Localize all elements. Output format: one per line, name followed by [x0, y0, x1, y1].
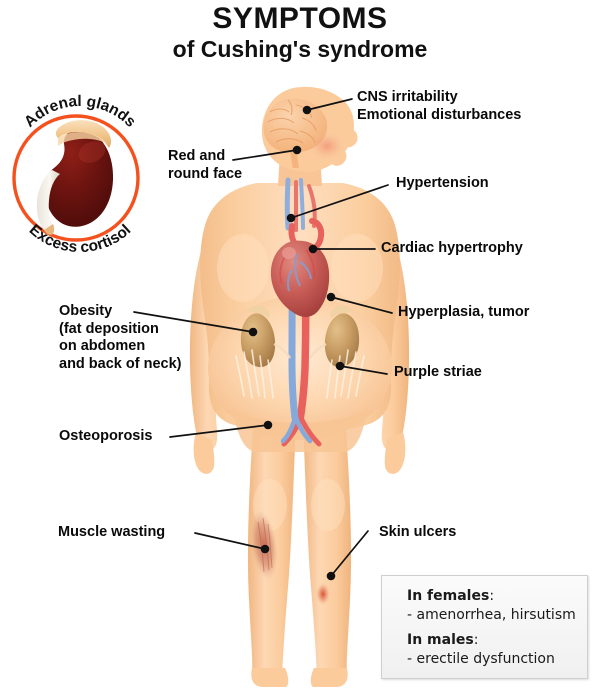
legend-males-colon: : — [473, 632, 479, 649]
label-cardiac-hypertrophy: Cardiac hypertrophy — [381, 240, 523, 256]
label-red-round-face: Red and round face — [168, 148, 243, 182]
legend-females-colon: : — [489, 588, 495, 604]
leader-dots — [248, 105, 345, 581]
label-muscle-wasting: Muscle wasting — [58, 524, 166, 540]
label-cns-irritability: CNS irritability Emotional disturbances — [357, 89, 522, 123]
adrenal-gland-shape — [55, 120, 111, 148]
legend-females-heading: In females: — [407, 587, 587, 606]
label-hyperplasia-tumor: Hyperplasia, tumor — [398, 304, 530, 320]
legend-females-label: In females — [407, 588, 490, 604]
label-skin-ulcers: Skin ulcers — [379, 524, 457, 540]
legend-males-label: In males — [407, 632, 474, 649]
label-osteoporosis: Osteoporosis — [59, 428, 153, 444]
page-subtitle: of Cushing's syndrome — [172, 36, 428, 62]
leader-lines — [133, 98, 393, 577]
sex-specific-legend: In females: - amenorrhea, hirsutism In m… — [381, 575, 588, 679]
legend-females-item: - amenorrhea, hirsutism — [407, 606, 576, 623]
label-purple-striae: Purple striae — [394, 364, 482, 380]
kidney-shape — [44, 128, 114, 227]
adrenal-inset: Adrenal glands Excess cortisol — [12, 93, 140, 256]
ureter-shape — [36, 170, 60, 233]
legend-males-heading: In males: — [407, 631, 587, 650]
page-title: SYMPTOMS — [212, 2, 388, 35]
label-hypertension: Hypertension — [396, 175, 489, 191]
legend-spacer — [407, 624, 587, 631]
legend-males-item: - erectile dysfunction — [407, 650, 555, 667]
label-obesity: Obesity (fat deposition on abdomen and b… — [59, 303, 182, 373]
